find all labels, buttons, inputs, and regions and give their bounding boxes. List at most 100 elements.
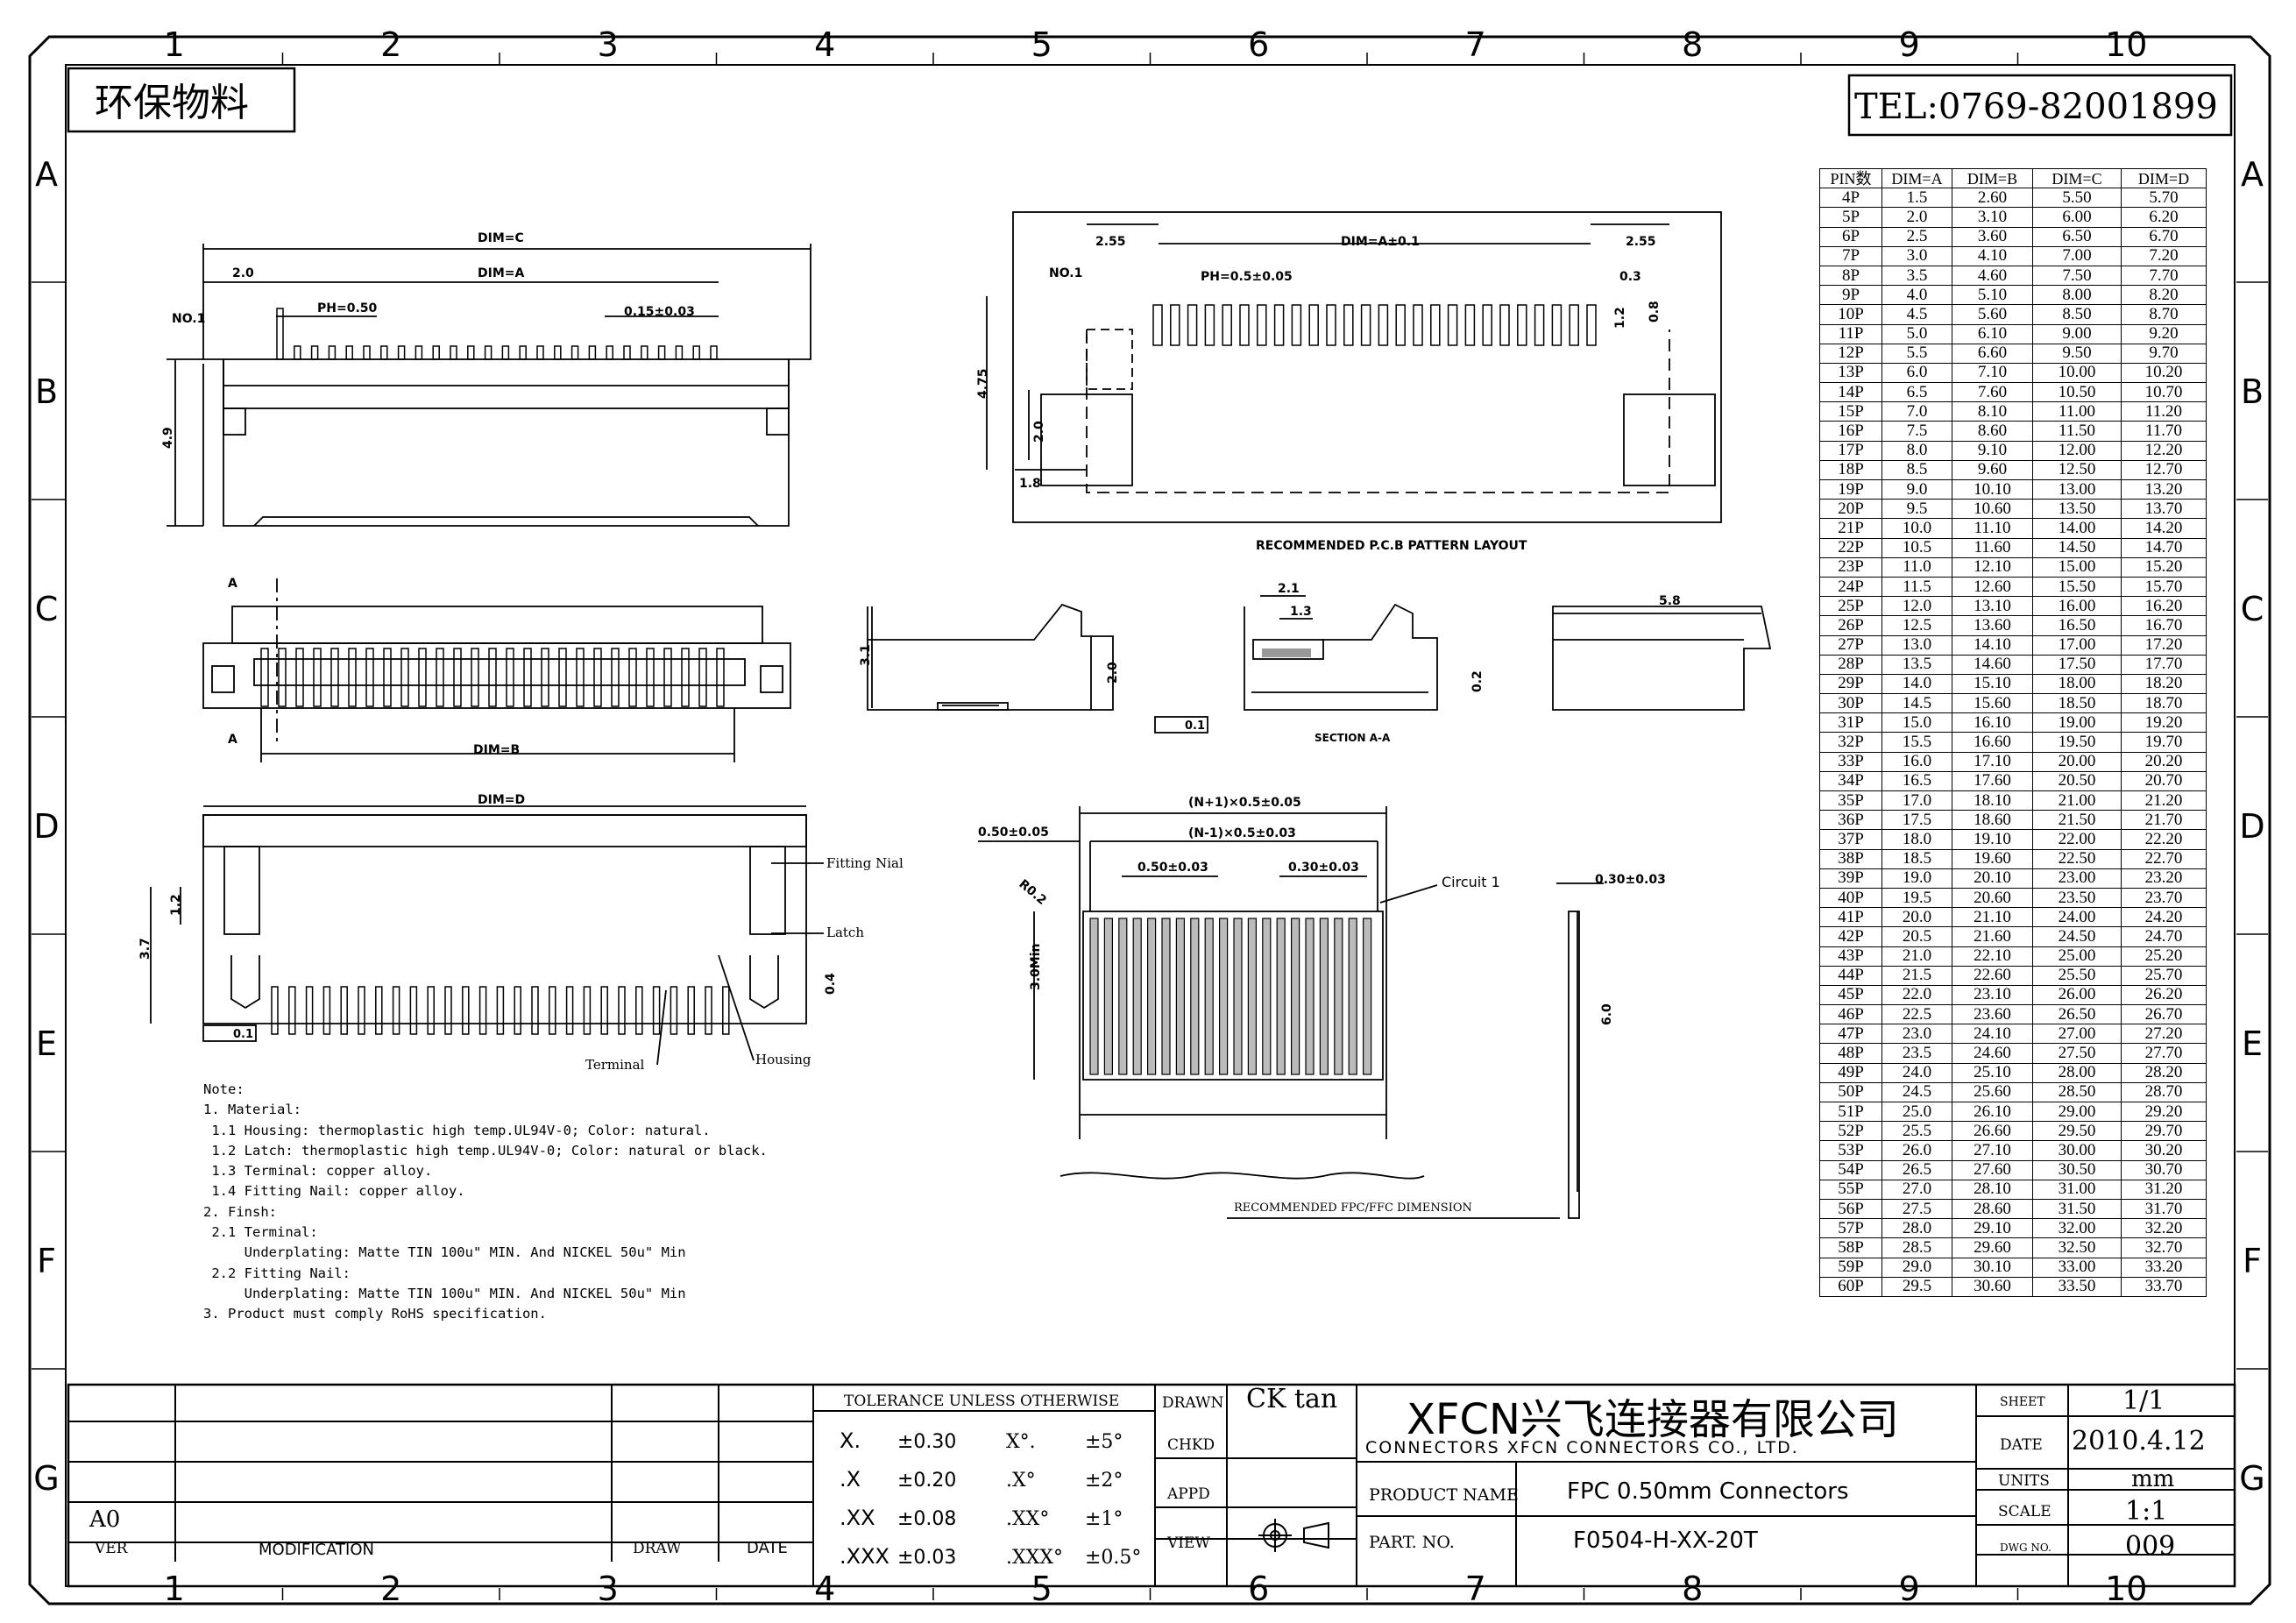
bottom-terminal [652,986,661,1035]
fpc-finger [1247,918,1258,1075]
table-cell: 13.70 [2121,499,2207,520]
pcb-2-0: 2.0 [1032,421,1046,443]
table-cell: 8.5 [1881,459,1952,481]
front-terminal [260,648,269,707]
pcb-pad [1291,304,1302,346]
table-cell: 23.20 [2121,868,2207,889]
zone-row-D: D [33,807,59,846]
note-line: Note: [203,1081,244,1097]
top-height: 4.9 [161,427,175,449]
fpc-r0-2: R0.2 [1016,877,1049,908]
table-cell: 28P [1819,654,1882,675]
bottom-terminal [496,986,505,1035]
table-cell: 29.5 [1881,1276,1952,1297]
front-terminal [313,648,322,707]
table-cell: 13.20 [2121,478,2207,500]
table-cell: 4.5 [1881,304,1952,325]
bottom-terminal [635,986,643,1035]
pcb-pad [1534,304,1545,346]
table-cell: 24.0 [1881,1062,1952,1083]
pcb-pad [1482,304,1492,346]
table-cell: 6.5 [1881,382,1952,403]
table-cell: 32.00 [2032,1218,2122,1239]
fpc-3-0: 3.0Min [1029,944,1043,991]
bottom-terminal [271,986,279,1035]
table-cell: 18.00 [2032,673,2122,695]
zone-col-3: 3 [598,25,619,64]
fpc-circuit-1: Circuit 1 [1442,874,1500,890]
fpc-finger [1089,918,1099,1075]
table-cell: 58P [1819,1237,1882,1258]
front-terminal [488,648,497,707]
table-cell: 3.0 [1881,245,1952,266]
bottom-terminal [305,986,314,1035]
table-cell: 7.10 [1952,362,2033,384]
fpc-title: RECOMMENDED FPC/FFC DIMENSION [1234,1201,1472,1215]
front-terminal [295,648,304,707]
table-cell: 6.70 [2121,226,2207,247]
front-terminal [506,648,514,707]
table-cell: 2.5 [1881,226,1952,247]
table-cell: 32.50 [2032,1237,2122,1258]
table-cell: 28.50 [2032,1081,2122,1103]
table-cell: 4.10 [1952,245,2033,266]
table-cell: 11.50 [2032,421,2122,442]
table-cell: 15.00 [2032,556,2122,578]
front-view [202,578,791,762]
table-cell: 33.70 [2121,1276,2207,1297]
table-cell: 30.60 [1952,1276,2033,1297]
table-cell: 19P [1819,478,1882,500]
table-cell: 7.0 [1881,401,1952,422]
table-cell: 18.5 [1881,848,1952,869]
table-cell: 22.60 [1952,965,2033,986]
table-cell: 20.60 [1952,887,2033,909]
top-view [167,244,811,527]
table-cell: 3.60 [1952,226,2033,247]
tol-angle: .X° [1006,1470,1036,1492]
table-cell: 20.50 [2032,770,2122,792]
drawn-label: DRAWN [1162,1394,1223,1412]
table-cell: 15.5 [1881,732,1952,753]
table-cell: 24.5 [1881,1081,1952,1103]
table-cell: 11P [1819,323,1882,344]
section-0-2: 0.2 [1470,670,1485,692]
table-cell: 31.70 [2121,1198,2207,1220]
table-cell: 28.0 [1881,1218,1952,1239]
table-cell: 12.50 [2032,459,2122,481]
pcb-pad [1447,304,1458,346]
table-cell: 10.5 [1881,537,1952,558]
table-cell: 19.10 [1952,829,2033,850]
bottom-terminal [427,986,435,1035]
drawn-by: CK tan [1246,1384,1337,1414]
scale-value: 1:1 [2125,1496,2167,1527]
zone-row-F: F [37,1242,56,1280]
table-cell: 20.00 [2032,751,2122,772]
table-cell: 21.5 [1881,965,1952,986]
front-terminal [400,648,409,707]
table-cell: 2.60 [1952,188,2033,209]
table-cell: 22.10 [1952,946,2033,967]
pcb-pad [1464,304,1476,346]
table-cell: 26.60 [1952,1121,2033,1142]
table-cell: 25.0 [1881,1101,1952,1123]
side-2-0: 2.0 [1106,662,1120,684]
eco-label: 环保物料 [95,81,249,125]
table-cell: 10.10 [1952,478,2033,500]
table-cell: 17.00 [2032,634,2122,656]
table-cell: 3.10 [1952,207,2033,228]
zone-row-B: B [35,372,58,411]
table-cell: 29.70 [2121,1121,2207,1142]
table-cell: 26.20 [2121,984,2207,1006]
zone-row-G: G [33,1459,59,1498]
pcb-pad [1430,304,1441,346]
table-cell: 21.60 [1952,926,2033,947]
